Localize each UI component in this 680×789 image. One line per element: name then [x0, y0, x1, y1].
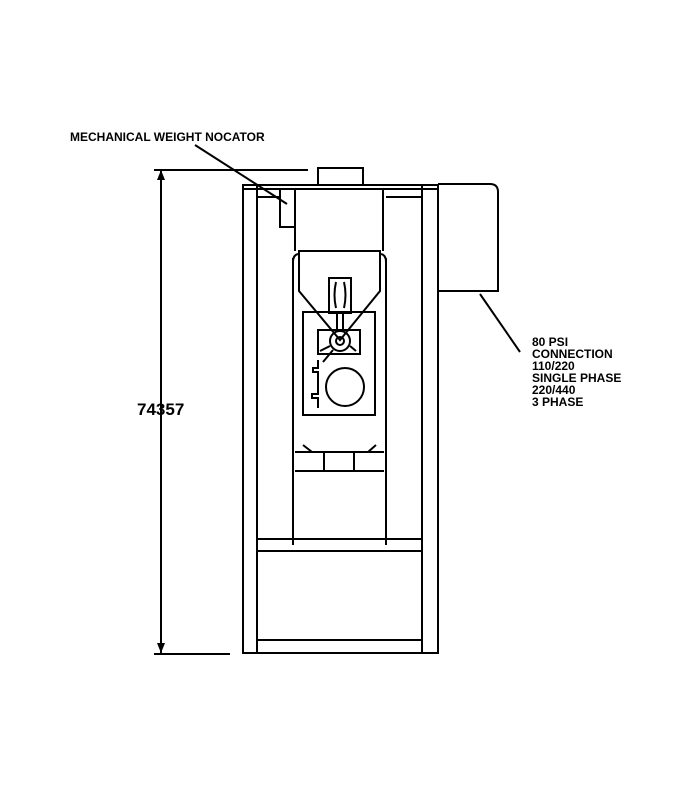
callout-line: 220/440: [532, 383, 576, 397]
callout-line: CONNECTION: [532, 347, 613, 361]
drive-wheel: [325, 367, 365, 407]
valve-frame: [317, 329, 361, 355]
callout-line: SINGLE PHASE: [532, 371, 621, 385]
leader-right: [479, 293, 521, 353]
chute-lines: [302, 444, 377, 453]
mechanism-box: [302, 311, 376, 416]
sight-window-inner: [333, 281, 347, 309]
valve-outer: [329, 330, 351, 352]
callout-line: 3 PHASE: [532, 395, 583, 409]
dimension-label: 74357: [137, 400, 184, 419]
callout-line: 110/220: [532, 359, 575, 373]
mechanism-side-detail: [311, 360, 319, 408]
hopper: [298, 250, 381, 342]
callout-line: 80 PSI: [532, 335, 568, 349]
callout-connection: 80 PSI CONNECTION 110/220 SINGLE PHASE 2…: [532, 335, 625, 409]
cabinet-outer: [242, 184, 439, 654]
valve-arm: [322, 349, 334, 363]
callout-weight-indicator: MECHANICAL WEIGHT NOCATOR: [70, 130, 265, 144]
valve-inner: [335, 336, 345, 346]
top-cap: [317, 167, 364, 186]
dimension-arrow-top: [157, 170, 165, 180]
side-motor-box: [438, 183, 499, 292]
weight-indicator-bracket: [279, 188, 296, 228]
dimension-arrow-bottom: [157, 643, 165, 653]
rod-right-top: [380, 253, 387, 263]
rod-left-top: [292, 253, 299, 263]
valve-wing-left: [319, 345, 357, 352]
leader-top-left: [194, 144, 288, 205]
sight-window: [328, 277, 352, 314]
